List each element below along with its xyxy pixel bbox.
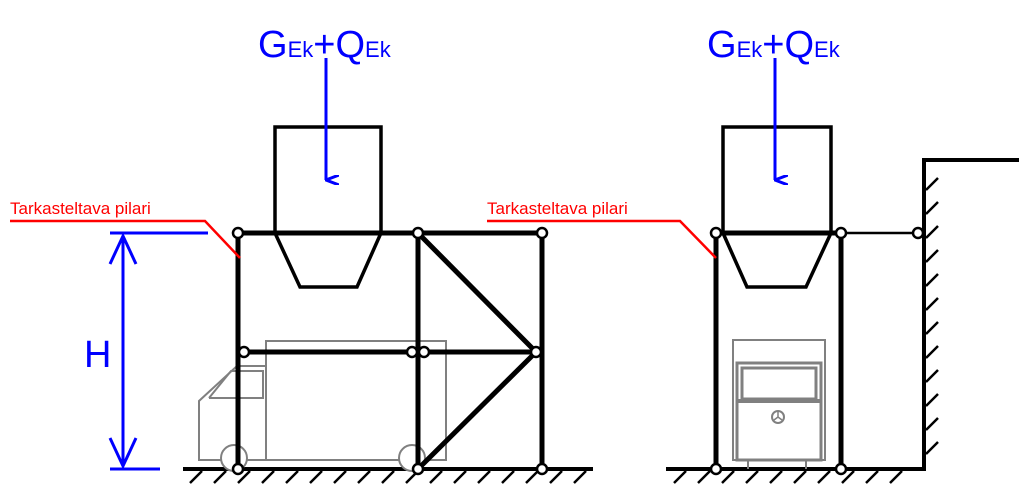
hatch-mark xyxy=(925,201,939,215)
height-dimension xyxy=(108,231,208,471)
hatch-mark xyxy=(357,470,371,484)
hatch-mark xyxy=(841,470,855,484)
hatch-mark xyxy=(285,470,299,484)
hatch-mark xyxy=(549,470,563,484)
hinges-left xyxy=(231,226,549,476)
load-label-right: GEk+QEk xyxy=(707,24,841,66)
hinges-right xyxy=(709,226,925,476)
hatch-mark xyxy=(769,470,783,484)
hatch-mark xyxy=(925,297,939,311)
hatch-mark xyxy=(865,470,879,484)
hatch-mark xyxy=(817,470,831,484)
hatch-mark xyxy=(925,273,939,287)
right-diagram: GEk+QEk Tarkasteltava pilari xyxy=(487,24,1019,484)
hatch-mark xyxy=(673,470,687,484)
vending-machine xyxy=(732,339,826,469)
hopper-left xyxy=(273,125,383,289)
ground-right xyxy=(666,467,926,484)
frame-left xyxy=(235,230,545,471)
height-label: H xyxy=(84,334,111,376)
hatch-mark xyxy=(453,470,467,484)
hatch-mark xyxy=(925,225,939,239)
hatch-mark xyxy=(309,470,323,484)
hatch-mark xyxy=(925,441,939,455)
hatch-mark xyxy=(573,470,587,484)
hatch-mark xyxy=(793,470,807,484)
load-label-left: GEk+QEk xyxy=(258,24,392,66)
hatch-mark xyxy=(381,470,395,484)
hopper-right xyxy=(721,125,833,289)
ground-left xyxy=(183,467,593,484)
hatch-mark xyxy=(261,470,275,484)
column-leader-left xyxy=(10,219,241,259)
hatch-mark xyxy=(429,470,443,484)
hatch-mark xyxy=(745,470,759,484)
wall xyxy=(922,158,1019,471)
hatch-mark xyxy=(721,470,735,484)
hatch-mark xyxy=(189,470,203,484)
hatch-mark xyxy=(925,417,939,431)
column-label-left: Tarkasteltava pilari xyxy=(10,199,151,218)
hatch-mark xyxy=(697,470,711,484)
hatch-mark xyxy=(925,345,939,359)
frame-right xyxy=(713,230,918,469)
hatch-mark xyxy=(925,369,939,383)
hatch-mark xyxy=(925,393,939,407)
hatch-mark xyxy=(501,470,515,484)
column-leader-right xyxy=(487,219,717,259)
hatch-mark xyxy=(925,177,939,191)
hatch-mark xyxy=(889,470,903,484)
hatch-mark xyxy=(477,470,491,484)
hatch-mark xyxy=(333,470,347,484)
column-label-right: Tarkasteltava pilari xyxy=(487,199,628,218)
hatch-mark xyxy=(237,470,251,484)
hatch-mark xyxy=(925,249,939,263)
hatch-mark xyxy=(213,470,227,484)
hatch-mark xyxy=(925,321,939,335)
hatch-mark xyxy=(525,470,539,484)
left-diagram: GEk+QEk Tarkasteltava pilari H xyxy=(10,24,593,484)
